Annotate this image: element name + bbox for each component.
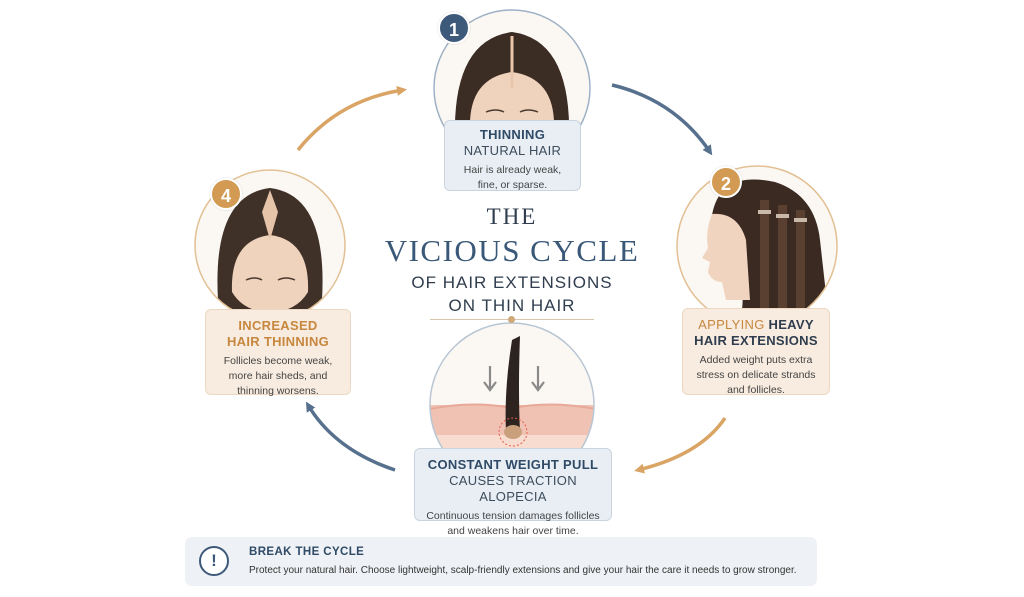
step-2-badge: 2 <box>710 166 742 198</box>
hair-illustration <box>195 170 345 320</box>
title-line-3: OF HAIR EXTENSIONS <box>411 273 613 292</box>
footer-title: BREAK THE CYCLE <box>249 546 365 558</box>
title-line-1: THE <box>486 204 538 229</box>
step-4-title-line2: HAIR THINNING <box>226 334 330 349</box>
step-3-subtitle: CAUSES TRACTION ALOPECIA <box>449 473 577 504</box>
step-3-card: CONSTANT WEIGHT PULL CAUSES TRACTION ALO… <box>414 448 612 537</box>
step-4-card: INCREASED HAIR THINNING Follicles become… <box>205 309 351 397</box>
arrow-icon <box>634 417 727 474</box>
hair-illustration <box>677 166 837 326</box>
step-4-badge: 4 <box>210 178 242 210</box>
title-line-4: ON THIN HAIR <box>448 296 576 315</box>
arrow-icon <box>296 85 407 152</box>
step-1-title: THINNING <box>479 127 546 142</box>
title-line-2: VICIOUS CYCLE <box>384 233 640 268</box>
page-title: THE VICIOUS CYCLE OF HAIR EXTENSIONS ON … <box>353 203 671 317</box>
step-1-badge: 1 <box>438 12 470 44</box>
step-2-card: APPLYING HEAVY HAIR EXTENSIONS Added wei… <box>682 308 830 396</box>
step-1-card: THINNING NATURAL HAIR Hair is already we… <box>444 120 581 191</box>
arrow-icon <box>305 401 396 472</box>
footer-text: Protect your natural hair. Choose lightw… <box>249 565 797 576</box>
break-the-cycle-banner: ! BREAK THE CYCLE Protect your natural h… <box>185 537 817 586</box>
step-1-subtitle: NATURAL HAIR <box>463 143 562 158</box>
step-2-title: APPLYING HEAVY <box>698 317 814 332</box>
arrow-icon <box>611 83 713 156</box>
exclamation-icon: ! <box>199 546 229 576</box>
step-1-description: Hair is already weak, fine, or sparse. <box>463 164 562 191</box>
title-divider-dot <box>508 316 515 323</box>
step-4-title: INCREASED <box>238 318 318 333</box>
step-2-description: Added weight puts extra stress on delica… <box>696 354 816 396</box>
step-3-description: Continuous tension damages follicles and… <box>426 510 600 537</box>
step-2-title-line2: HAIR EXTENSIONS <box>694 333 818 348</box>
step-4-description: Follicles become weak, more hair sheds, … <box>223 355 333 397</box>
step-3-title: CONSTANT WEIGHT PULL <box>427 457 599 472</box>
